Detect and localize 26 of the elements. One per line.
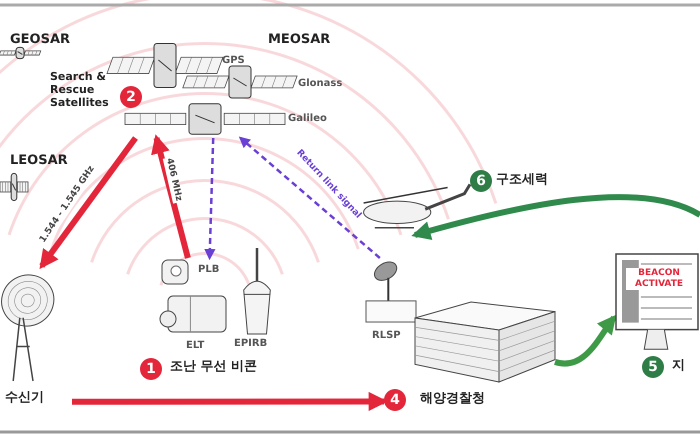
- arrow: [151, 134, 191, 259]
- station-label: RLSP: [372, 330, 401, 342]
- arrow: [204, 138, 216, 260]
- step-number: 2: [120, 86, 142, 108]
- node-label: 조난 무선 비콘: [170, 359, 258, 375]
- beacon-label: EPIRB: [234, 338, 268, 350]
- node-label: 해양경찰청: [420, 391, 485, 407]
- step-number: 4: [384, 389, 406, 411]
- satellite-orbit-label: GEOSAR: [10, 32, 70, 48]
- satellite-label: GPS: [222, 55, 245, 67]
- node-label: 지: [672, 358, 685, 374]
- step-number: 6: [470, 170, 492, 192]
- beacon-label: ELT: [186, 340, 204, 352]
- satellite-group-label: Search & Rescue Satellites: [50, 70, 110, 110]
- arrow: [411, 194, 700, 240]
- beacon-label: PLB: [198, 264, 220, 276]
- orbit-type-label: MEOSAR: [268, 32, 330, 48]
- arrow: [39, 136, 138, 270]
- satellite-label: Galileo: [288, 113, 327, 125]
- arrow: [238, 136, 381, 259]
- step-number: 1: [140, 358, 162, 380]
- screen-alert-text: BEACON ACTIVATE: [626, 268, 692, 290]
- node-label: 수신기: [5, 390, 44, 406]
- step-number: 5: [642, 356, 664, 378]
- satellite-label: Glonass: [298, 78, 342, 90]
- node-label: 구조세력: [496, 172, 548, 188]
